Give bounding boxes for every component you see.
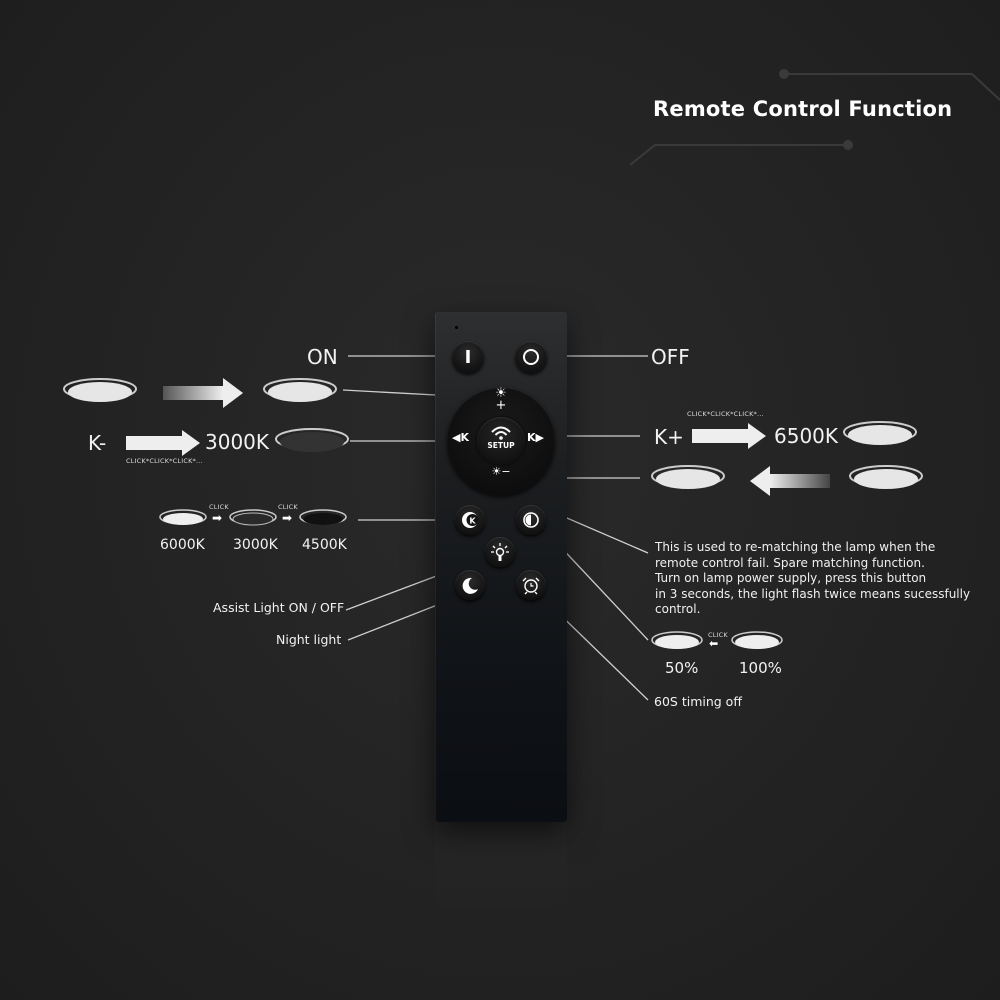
lamp-icon — [63, 378, 137, 402]
half-circle-icon — [523, 512, 539, 528]
lamp-icon — [651, 465, 725, 489]
k-minus-button[interactable]: ◀K — [452, 431, 469, 444]
bulb-rays-icon — [491, 543, 509, 561]
alarm-clock-icon — [522, 577, 540, 595]
cct-3000k-label: 3000K — [233, 537, 278, 553]
arrow-left-gradient-icon — [750, 466, 830, 496]
assist-light-label: Assist Light ON / OFF — [213, 600, 345, 615]
on-button[interactable]: I — [452, 341, 484, 373]
arrow-right-icon — [126, 430, 200, 456]
cct-cycle-button[interactable]: K — [455, 505, 485, 535]
night-light-label: Night light — [276, 632, 342, 647]
moon-star-icon: ★ — [462, 577, 478, 594]
power-on-icon: I — [464, 346, 472, 368]
k-minus-icon: ◀K — [452, 431, 469, 444]
k-minus-target: 3000K — [205, 430, 270, 454]
wifi-icon — [491, 426, 511, 440]
brightness-50-label: 50% — [665, 659, 699, 677]
page-title: Remote Control Function — [653, 97, 953, 121]
arrow-right-gradient-icon — [163, 378, 243, 408]
click-arrow-icon: ➡ — [282, 511, 293, 525]
svg-text:★: ★ — [465, 578, 470, 585]
brightness-up-button[interactable]: ☀+ — [490, 386, 512, 413]
setup-label: SETUP — [487, 441, 515, 450]
power-off-icon — [523, 349, 539, 365]
lamp-icon — [849, 465, 923, 489]
k-minus-click-note: CLICK*CLICK*CLICK*... — [126, 457, 203, 465]
click-arrow-left-icon: ⬅ — [709, 637, 719, 650]
night-light-button[interactable]: ★ — [455, 570, 485, 600]
off-button[interactable] — [515, 341, 547, 373]
k-minus-label: K- — [88, 431, 107, 455]
brightness-up-icon: ☀+ — [495, 386, 507, 413]
brightness-down-icon: ☀− — [491, 465, 511, 478]
svg-text:K: K — [469, 517, 476, 526]
setup-description: This is used to re-matching the lamp whe… — [655, 540, 971, 616]
lamp-icon — [843, 421, 917, 445]
timer-button[interactable] — [516, 570, 546, 600]
assist-light-button[interactable] — [485, 537, 515, 567]
click-note: CLICK — [209, 503, 229, 511]
timer-label: 60S timing off — [654, 694, 742, 709]
moon-k-icon: K — [462, 512, 479, 528]
lamp-icon-3000k — [229, 509, 277, 526]
k-plus-icon: K▶ — [527, 431, 544, 444]
on-label: ON — [307, 345, 338, 369]
setup-button[interactable] — [477, 417, 525, 465]
brightness-toggle-button[interactable] — [516, 505, 546, 535]
cct-4500k-label: 4500K — [302, 537, 347, 553]
click-arrow-icon: ➡ — [212, 511, 223, 525]
ir-indicator — [455, 326, 458, 329]
click-note: CLICK — [278, 503, 298, 511]
cct-6000k-label: 6000K — [160, 537, 205, 553]
brightness-100-label: 100% — [739, 659, 782, 677]
brightness-down-button[interactable]: ☀− — [490, 466, 512, 478]
lamp-icon-4500k — [299, 509, 347, 525]
off-label: OFF — [651, 345, 690, 369]
lamp-icon-dim — [275, 428, 349, 452]
remote-reflection — [435, 822, 567, 912]
lamp-icon-6000k — [159, 509, 207, 525]
k-plus-label: K+ — [654, 425, 684, 449]
k-plus-click-note: CLICK*CLICK*CLICK*... — [687, 410, 764, 418]
k-plus-target: 6500K — [774, 424, 839, 448]
lamp-icon — [263, 378, 337, 402]
arrow-right-icon-2 — [692, 423, 766, 449]
lamp-icon-100 — [731, 631, 783, 649]
click-note: CLICK — [708, 631, 728, 639]
k-plus-button[interactable]: K▶ — [527, 431, 544, 444]
lamp-icon-50 — [651, 631, 703, 649]
